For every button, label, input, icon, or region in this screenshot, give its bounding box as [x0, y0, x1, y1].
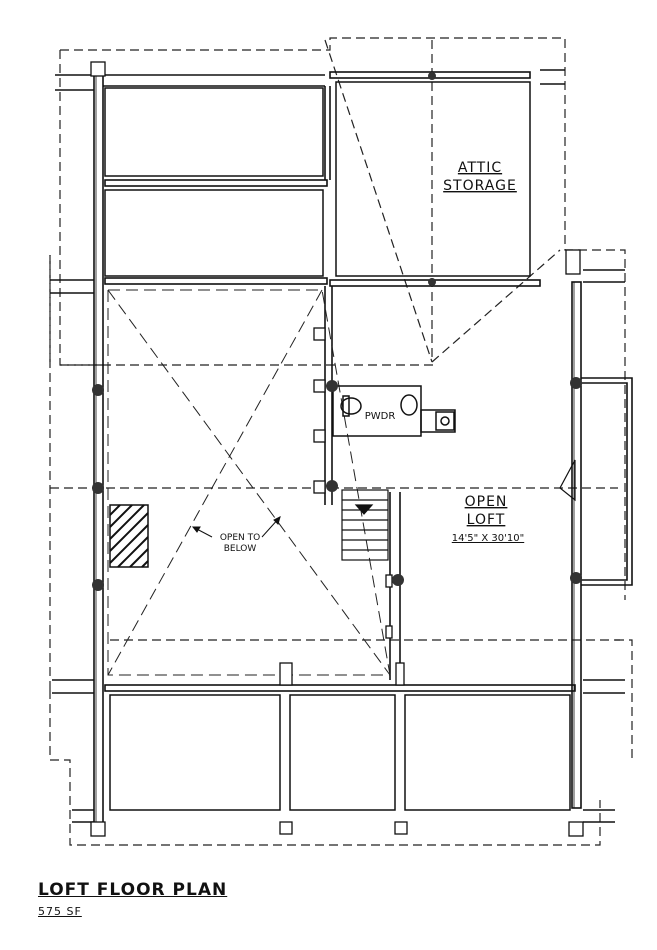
powder-room-label: PWDR — [365, 411, 396, 422]
attic-storage-room — [335, 81, 531, 277]
toilet-fixture — [340, 397, 362, 415]
sink-fixture — [400, 394, 418, 416]
door-swing — [559, 459, 576, 502]
open-to-below-leaders — [191, 516, 281, 538]
plan-area-label: 575 SF — [38, 905, 82, 918]
structural-posts — [92, 72, 582, 591]
side-storage-cells — [104, 87, 571, 811]
stairs — [341, 489, 389, 561]
open-loft-dimensions: 14'5" X 30'10" — [452, 533, 524, 544]
open-to-below-label-line2: BELOW — [224, 544, 257, 554]
open-to-below-label-line1: OPEN TO — [220, 533, 260, 543]
exterior-walls — [50, 65, 633, 825]
open-to-below-area — [107, 289, 391, 676]
open-loft-label-line1: OPEN — [465, 494, 508, 510]
open-loft-label-line2: LOFT — [467, 512, 506, 528]
powder-room — [332, 385, 456, 437]
plan-title: LOFT FLOOR PLAN — [38, 880, 228, 900]
attic-storage-label-line2: STORAGE — [443, 178, 517, 194]
roof-overhang-outline — [49, 37, 633, 846]
window-stubs — [90, 61, 584, 837]
chimney-hatch — [109, 504, 149, 568]
attic-storage-label-line1: ATTIC — [458, 160, 502, 176]
